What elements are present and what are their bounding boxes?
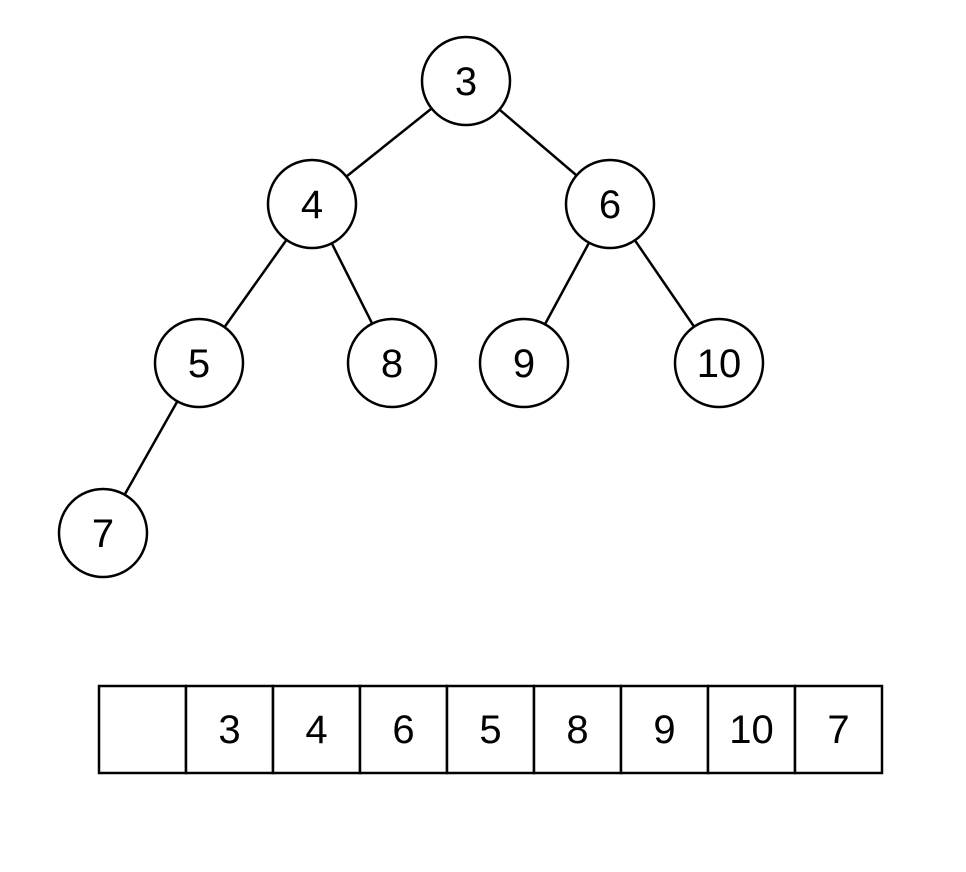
tree-node-3 [420, 35, 512, 127]
tree-nodes: 3 4 6 5 8 9 10 7 [57, 35, 765, 579]
tree-node-9-label: 9 [513, 342, 535, 386]
tree-node-9 [478, 317, 570, 409]
tree-node-4-label: 4 [301, 183, 323, 227]
array-cell-4-label: 5 [479, 708, 501, 752]
tree-node-6 [564, 158, 656, 250]
array-cell-0 [97, 684, 188, 775]
tree-node-8 [346, 317, 438, 409]
array-cell-1-label: 3 [218, 708, 240, 752]
tree-node-7 [57, 487, 149, 579]
array-representation: 3 4 6 5 8 9 10 7 [97, 684, 884, 775]
tree-node-7-label: 7 [92, 512, 114, 556]
tree-node-8-label: 8 [381, 342, 403, 386]
tree-node-10 [673, 317, 765, 409]
tree-edges [101, 80, 721, 534]
array-cell-3-label: 6 [392, 708, 414, 752]
array-cell-8 [793, 684, 884, 775]
array-cell-8-label: 7 [827, 708, 849, 752]
array-cell-7-label: 10 [729, 708, 774, 752]
tree-node-10-label: 10 [697, 342, 742, 386]
tree-node-3-label: 3 [455, 60, 477, 104]
array-cell-3 [358, 684, 449, 775]
tree-node-4 [266, 158, 358, 250]
tree-node-6-label: 6 [599, 183, 621, 227]
tree-node-5 [153, 317, 245, 409]
array-cell-5-label: 8 [566, 708, 588, 752]
tree-node-5-label: 5 [188, 342, 210, 386]
array-cell-2-label: 4 [305, 708, 327, 752]
array-cell-6-label: 9 [653, 708, 675, 752]
array-cell-7 [706, 684, 797, 775]
array-cell-1 [184, 684, 275, 775]
array-cell-5 [532, 684, 623, 775]
